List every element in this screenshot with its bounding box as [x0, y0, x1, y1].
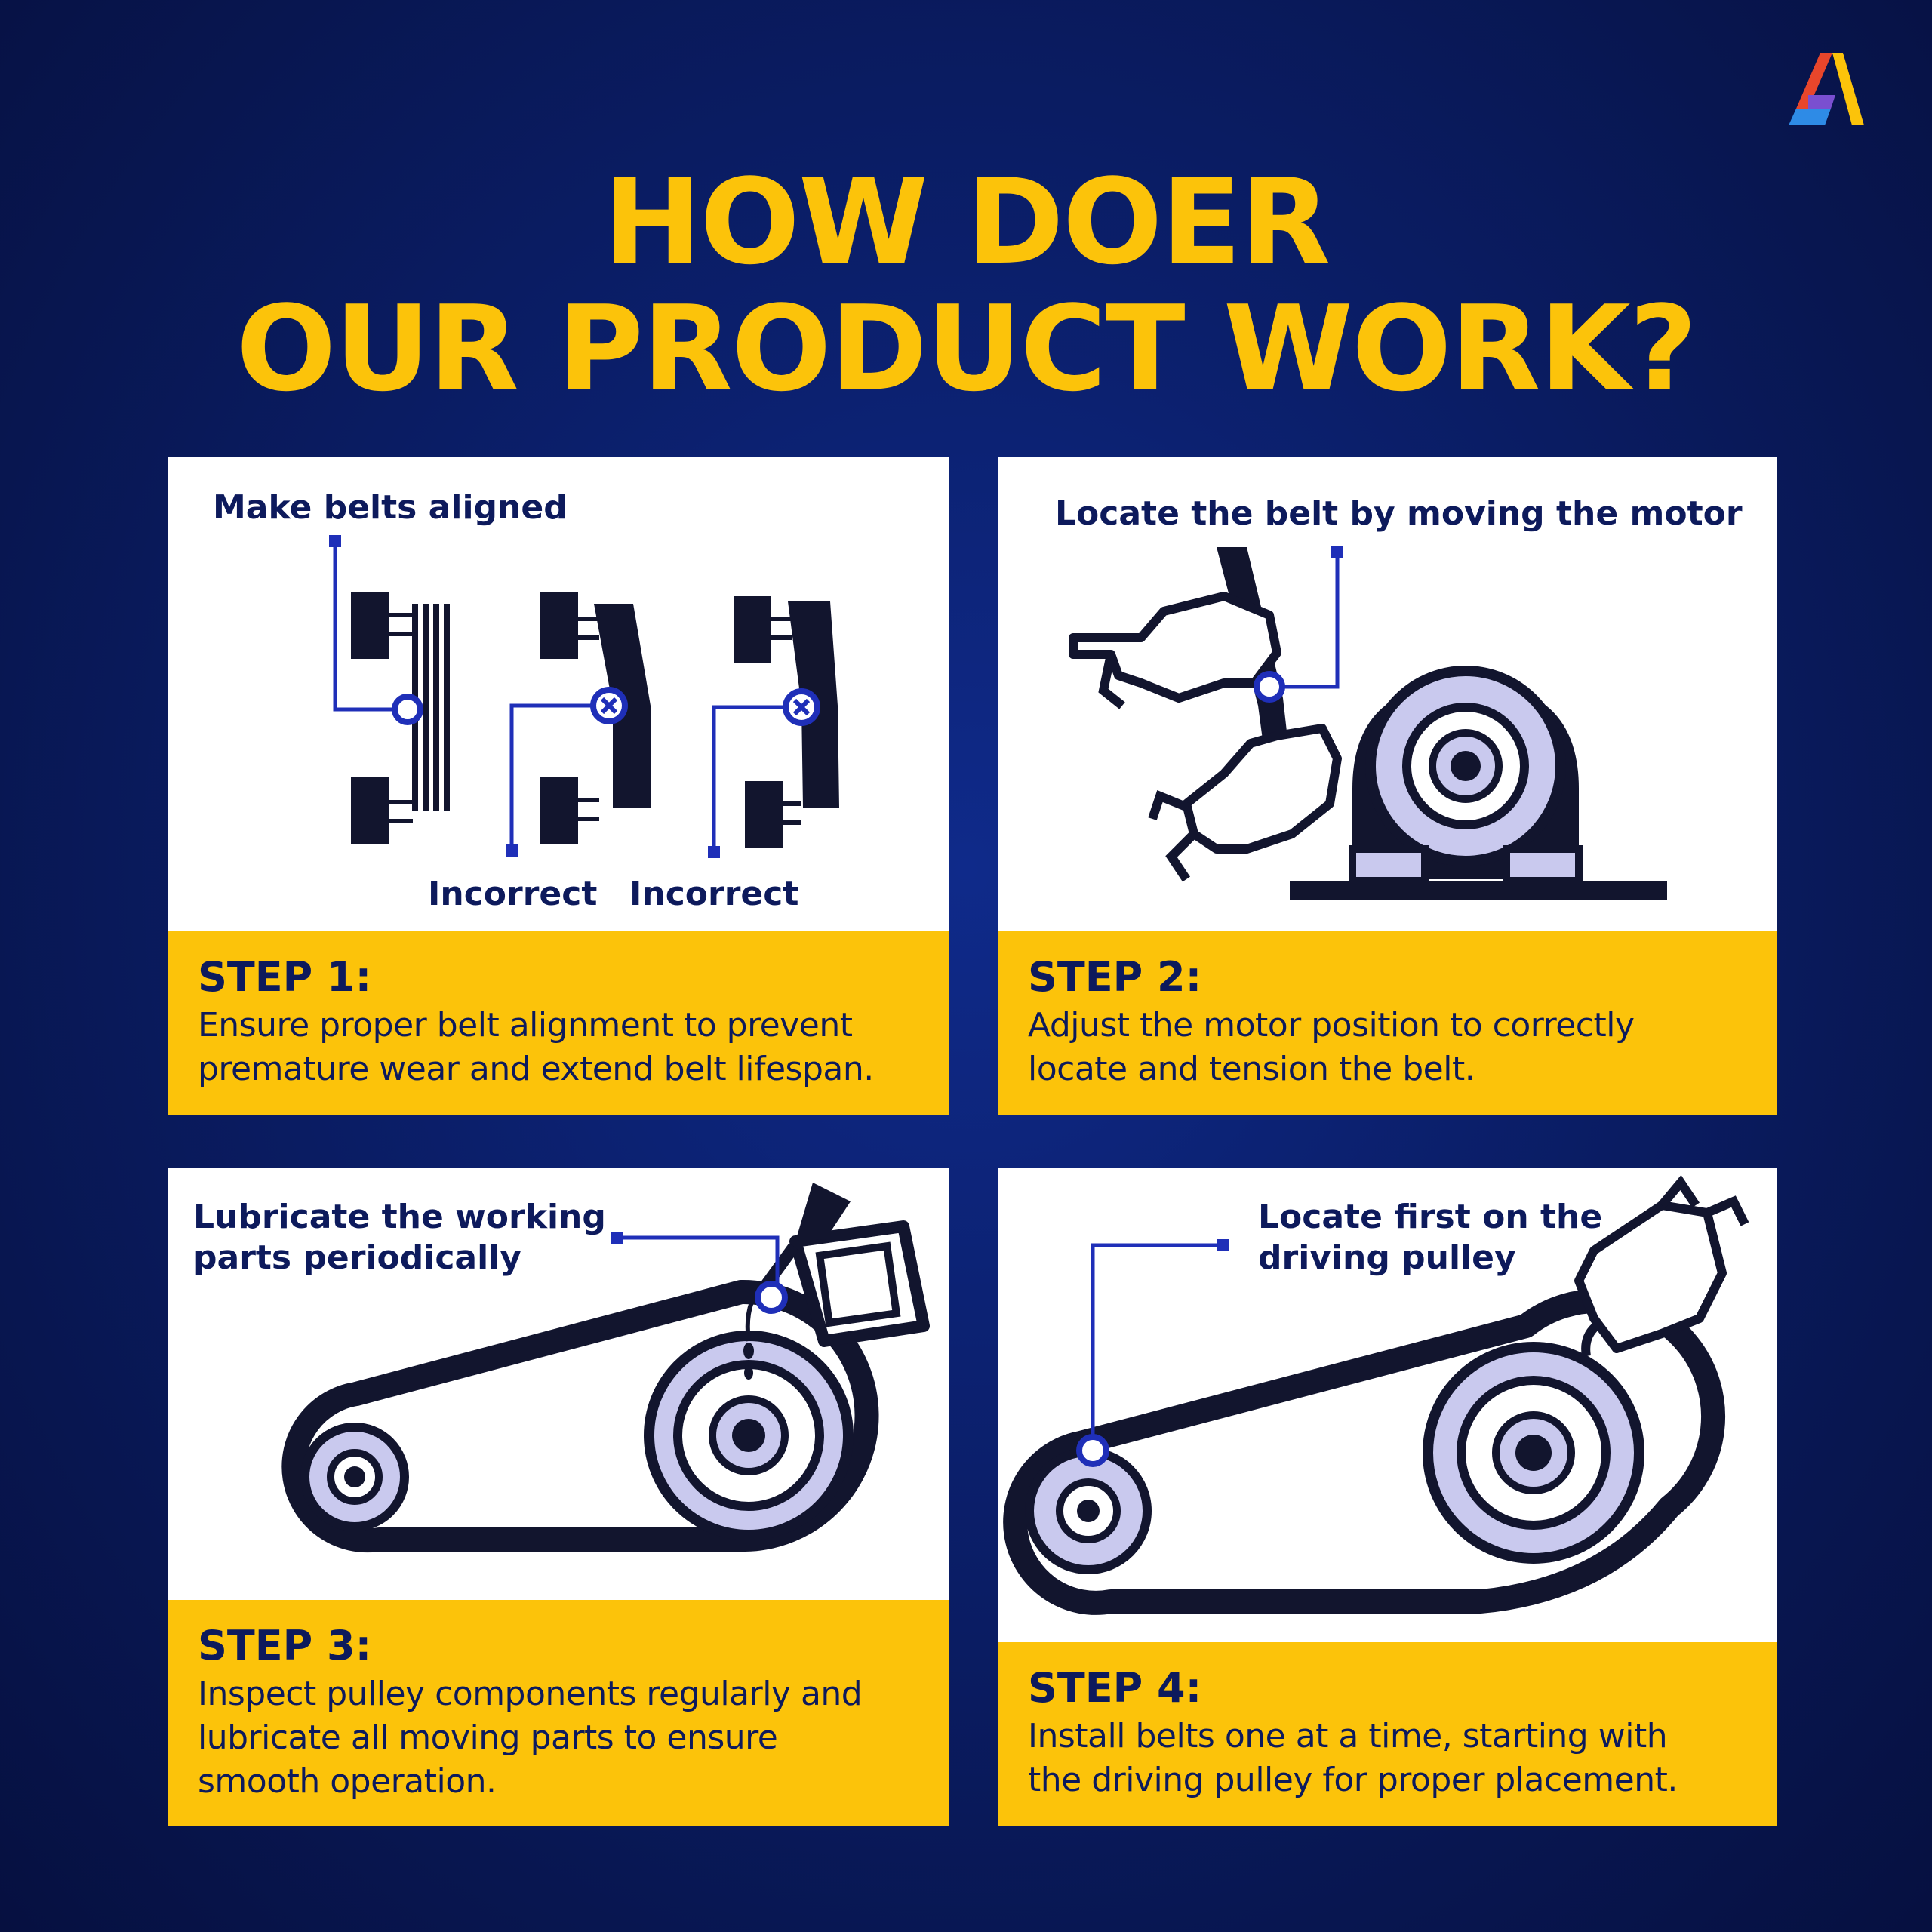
page-title: HOW DOER OUR PRODUCT WORK?	[0, 158, 1932, 412]
step-1-title: STEP 1:	[198, 953, 372, 1001]
step-2-card: Locate the belt by moving the motor STEP…	[998, 457, 1777, 1115]
callout-incorrect-b: Incorrect	[629, 875, 798, 913]
page-title-line-1: HOW DOER	[602, 153, 1331, 291]
step-1-text-line-2: premature wear and extend belt lifespan.	[198, 1050, 874, 1088]
step-4-title: STEP 4:	[1028, 1664, 1202, 1712]
lubrication-illustration: Lubricate the working parts periodically	[193, 1183, 930, 1553]
callout-locate-first-line-1: Locate first on the	[1258, 1198, 1602, 1236]
step-4-card: Locate first on the driving pulley STEP …	[998, 1168, 1777, 1826]
brand-logo-icon	[1789, 53, 1864, 125]
step-3-title: STEP 3:	[198, 1622, 372, 1669]
callout-lubricate-line-1: Lubricate the working	[193, 1198, 606, 1236]
page-title-line-2: OUR PRODUCT WORK?	[235, 280, 1697, 417]
step-3-caption: STEP 3: Inspect pulley components regula…	[168, 1600, 949, 1826]
step-4-caption: STEP 4: Install belts one at a time, sta…	[998, 1642, 1777, 1826]
step-3-text-line-3: smooth operation.	[198, 1762, 497, 1801]
step-3-card: Lubricate the working parts periodically…	[168, 1168, 949, 1826]
callout-locate-belt-by-moving-motor: Locate the belt by moving the motor	[1055, 494, 1743, 533]
callout-incorrect-a: Incorrect	[428, 875, 597, 913]
step-1-card: Make belts aligned	[168, 457, 949, 1115]
callout-locate-first-line-2: driving pulley	[1258, 1238, 1516, 1277]
motor-adjustment-illustration: Locate the belt by moving the motor	[1055, 494, 1743, 900]
step-1-text-line-1: Ensure proper belt alignment to prevent	[198, 1006, 853, 1044]
step-4-text-line-1: Install belts one at a time, starting wi…	[1028, 1717, 1668, 1755]
step-2-title: STEP 2:	[1028, 953, 1202, 1001]
step-2-caption: STEP 2: Adjust the motor position to cor…	[998, 931, 1777, 1115]
step-1-caption: STEP 1: Ensure proper belt alignment to …	[168, 931, 949, 1115]
callout-lubricate-line-2: parts periodically	[193, 1238, 521, 1277]
belt-alignment-illustration: Make belts aligned	[213, 488, 839, 913]
step-3-text-line-2: lubricate all moving parts to ensure	[198, 1718, 778, 1757]
step-2-text-line-1: Adjust the motor position to correctly	[1028, 1006, 1635, 1044]
callout-make-belts-aligned: Make belts aligned	[213, 488, 568, 527]
step-4-text-line-2: the driving pulley for proper placement.	[1028, 1761, 1678, 1799]
step-2-text-line-2: locate and tension the belt.	[1028, 1050, 1475, 1088]
belt-installation-illustration: Locate first on the driving pulley	[1003, 1174, 1749, 1615]
step-3-text-line-1: Inspect pulley components regularly and	[198, 1675, 863, 1713]
